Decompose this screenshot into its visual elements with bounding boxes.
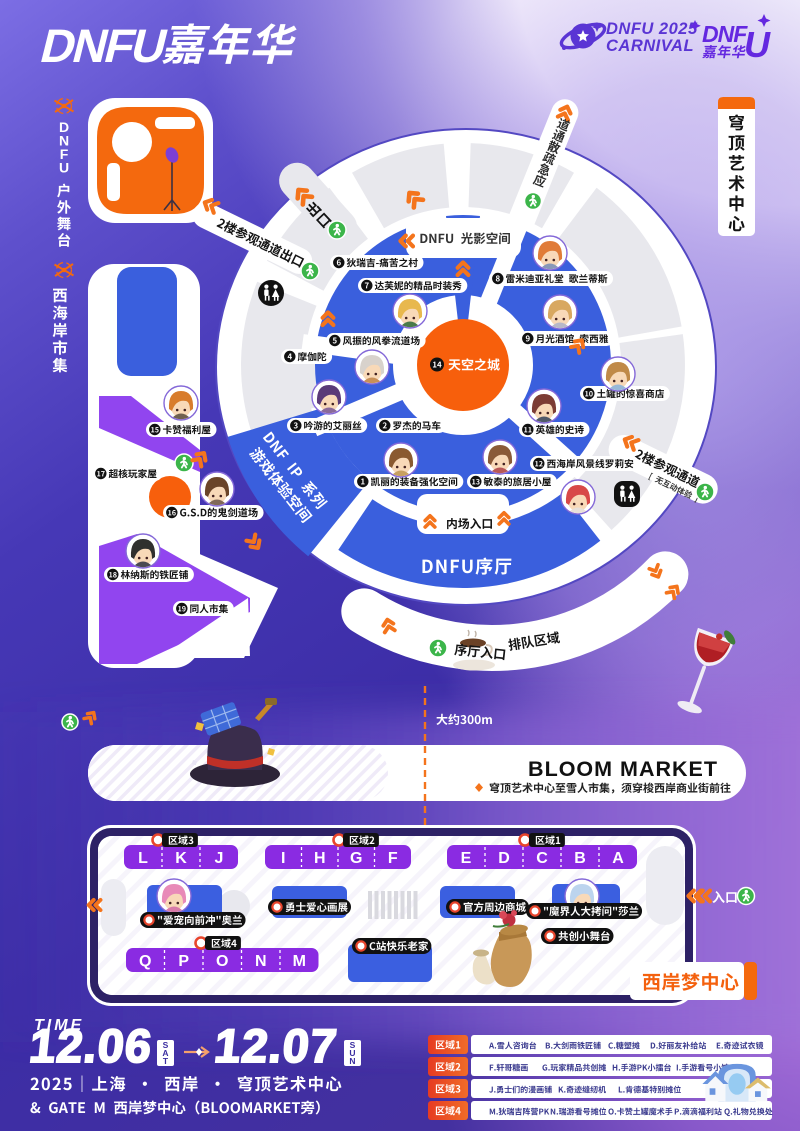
svg-text:N: N <box>349 1056 355 1066</box>
svg-text:T: T <box>163 1056 169 1066</box>
svg-text:P: P <box>178 953 189 970</box>
svg-text:H: H <box>314 850 326 867</box>
svg-text:K: K <box>175 850 187 867</box>
svg-text:Q: Q <box>139 953 151 970</box>
svg-text:A: A <box>612 850 624 867</box>
svg-text:F: F <box>60 146 69 162</box>
svg-text:M: M <box>293 953 306 970</box>
svg-text:U: U <box>59 160 69 176</box>
svg-text:B: B <box>574 850 586 867</box>
svg-text:U: U <box>349 1048 355 1058</box>
svg-text:N: N <box>59 133 69 149</box>
svg-text:TIME: TIME <box>34 1017 84 1034</box>
svg-text:DNFU 2025: DNFU 2025 <box>606 20 698 38</box>
svg-text:12.07: 12.07 <box>212 1019 340 1072</box>
svg-text:N: N <box>255 953 267 970</box>
svg-text:S: S <box>350 1040 356 1050</box>
svg-text:D: D <box>59 119 69 135</box>
svg-text:12.06: 12.06 <box>27 1019 155 1072</box>
svg-text:C: C <box>536 850 548 867</box>
svg-text:BLOOM MARKET: BLOOM MARKET <box>528 757 718 781</box>
svg-text:DNFU: DNFU <box>35 21 171 73</box>
svg-text:S: S <box>163 1040 169 1050</box>
svg-text:D: D <box>498 850 510 867</box>
svg-text:E: E <box>461 850 472 867</box>
svg-text:A: A <box>162 1048 168 1058</box>
svg-text:J: J <box>215 850 224 867</box>
svg-text:I: I <box>281 850 285 867</box>
svg-text:L: L <box>138 850 148 867</box>
svg-text:F: F <box>388 850 398 867</box>
svg-text:U: U <box>744 24 771 65</box>
svg-text:DNF: DNF <box>702 21 748 47</box>
svg-text:O: O <box>216 953 228 970</box>
svg-text:G: G <box>350 850 362 867</box>
svg-text:CARNIVAL: CARNIVAL <box>606 37 694 55</box>
